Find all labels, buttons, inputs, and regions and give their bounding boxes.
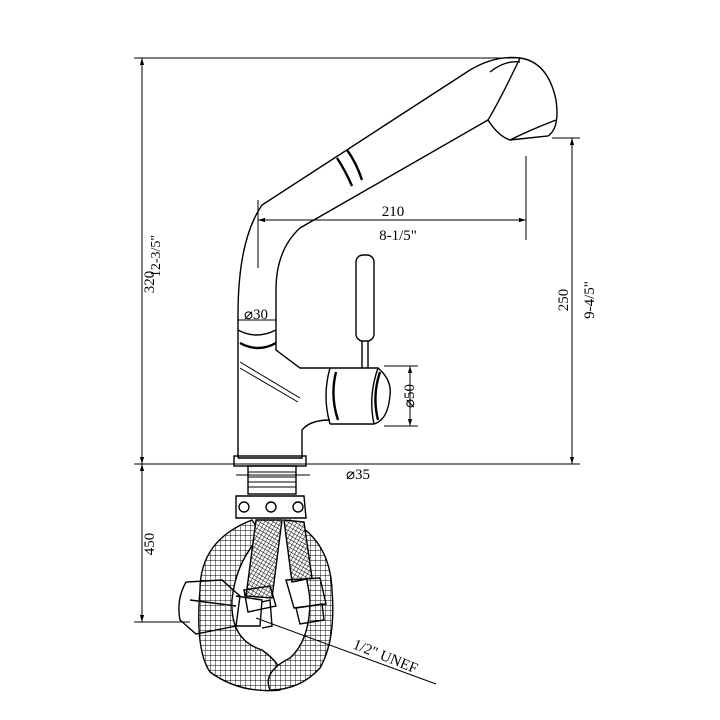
hose-length-mm: 450 — [142, 533, 158, 556]
shank-diameter: ⌀35 — [346, 467, 370, 483]
body-diameter: ⌀50 — [402, 384, 418, 408]
dimension-lines — [134, 57, 580, 685]
supply-hoses — [178, 518, 334, 692]
spout-height-in: 9-4/5" — [582, 281, 598, 319]
spout-height-mm: 250 — [556, 289, 572, 312]
spout-reach-in: 8-1/5" — [379, 228, 417, 244]
overall-height-mm: 320 — [142, 271, 158, 294]
faucet-outline — [233, 56, 558, 467]
connection-thread: 1/2" UNEF — [351, 637, 420, 677]
overall-height-in: 12-3/5" — [149, 235, 164, 277]
mounting-shank — [235, 465, 307, 519]
spout-reach-mm: 210 — [382, 204, 405, 220]
spout-diameter: ⌀30 — [244, 307, 268, 323]
